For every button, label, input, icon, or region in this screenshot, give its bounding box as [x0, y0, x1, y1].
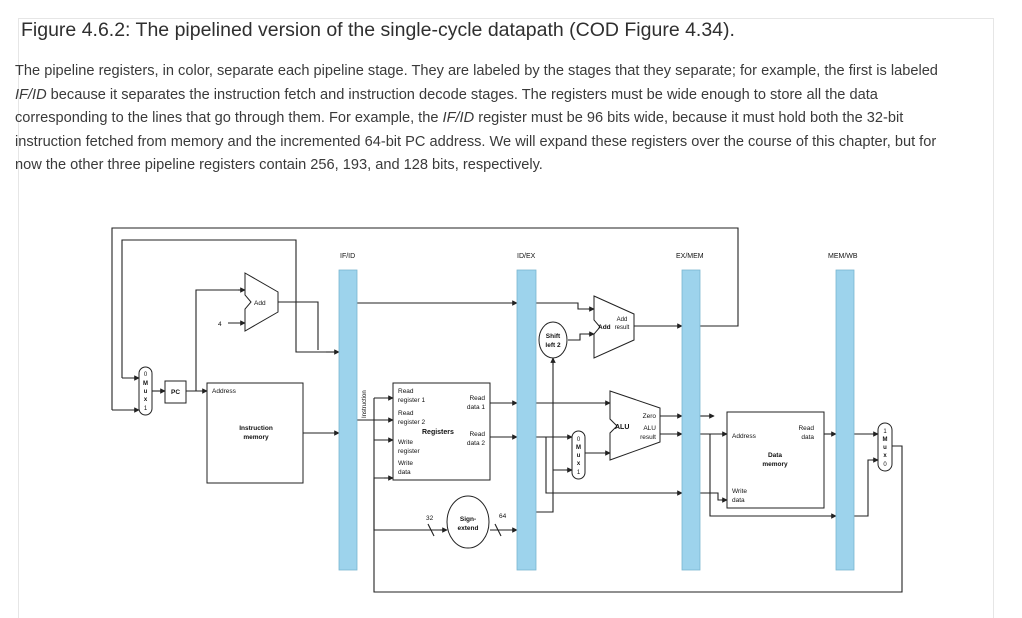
caption-emphasis-2: IF/ID	[442, 110, 475, 126]
svg-text:0: 0	[577, 437, 581, 443]
svg-text:u: u	[883, 445, 887, 451]
svg-text:1: 1	[577, 470, 581, 476]
svg-text:Address: Address	[212, 388, 237, 395]
svg-text:PC: PC	[171, 389, 180, 396]
svg-text:Address: Address	[732, 433, 757, 440]
caption-part-2: because it separates the instruction fet…	[15, 86, 878, 127]
figure-caption: The pipeline registers, in color, separa…	[15, 60, 965, 178]
svg-text:Read: Read	[798, 425, 814, 432]
svg-text:Add: Add	[254, 300, 266, 307]
register-file: Read register 1 Read register 2 Write re…	[392, 382, 491, 481]
svg-text:Sign-: Sign-	[460, 516, 476, 523]
data-memory: Address Read data Write data Data memory	[726, 411, 825, 509]
sign-extend: Sign- extend	[446, 495, 490, 549]
svg-text:data 2: data 2	[467, 440, 485, 447]
svg-text:1: 1	[144, 406, 148, 412]
svg-text:1: 1	[883, 429, 887, 435]
caption-part-1: The pipeline registers, in color, separa…	[15, 63, 938, 79]
svg-text:x: x	[577, 461, 581, 467]
mux-if: 0 M u x 1	[138, 366, 153, 416]
pipeline-register-ex-mem	[681, 269, 701, 571]
label-ex-mem: EX/MEM	[676, 253, 704, 260]
label-mem-wb: MEM/WB	[828, 253, 858, 260]
bits-in-label: 32	[426, 515, 434, 522]
wires	[111, 227, 903, 593]
adder-ex: Add Add result	[593, 295, 635, 359]
svg-text:Shift: Shift	[546, 333, 561, 340]
svg-text:Write: Write	[398, 439, 413, 446]
svg-text:x: x	[883, 453, 887, 459]
svg-text:Add: Add	[617, 317, 628, 323]
svg-text:u: u	[577, 453, 581, 459]
svg-text:Read: Read	[398, 410, 414, 417]
caption-part-3: register must be 96 bits wide, because i…	[15, 110, 937, 173]
svg-text:memory: memory	[762, 461, 788, 468]
svg-text:Add: Add	[598, 324, 611, 331]
svg-text:memory: memory	[243, 434, 269, 441]
svg-text:Read: Read	[469, 395, 485, 402]
svg-text:M: M	[576, 445, 581, 451]
svg-text:data: data	[801, 434, 814, 441]
svg-text:left 2: left 2	[545, 342, 561, 349]
svg-text:extend: extend	[458, 525, 479, 532]
svg-text:0: 0	[144, 372, 148, 378]
svg-text:ALU: ALU	[615, 424, 629, 431]
svg-text:result: result	[640, 434, 656, 441]
svg-text:Read: Read	[398, 388, 414, 395]
mux-ex: 0 M u x 1	[571, 430, 586, 480]
pipeline-register-mem-wb	[835, 269, 855, 571]
pipeline-register-if-id	[338, 269, 358, 571]
svg-text:Data: Data	[768, 452, 782, 459]
pipeline-register-id-ex	[516, 269, 537, 571]
svg-text:data: data	[398, 469, 411, 476]
mux-wb: 1 M u x 0	[877, 422, 893, 472]
bits-out-label: 64	[499, 513, 507, 520]
svg-text:Registers: Registers	[422, 429, 454, 436]
svg-text:register 2: register 2	[398, 419, 425, 426]
svg-text:Write: Write	[398, 460, 413, 467]
instruction-memory: Address Instruction memory	[206, 382, 304, 484]
svg-text:Read: Read	[469, 431, 485, 438]
svg-text:M: M	[883, 437, 888, 443]
constant-four: 4	[218, 321, 222, 328]
svg-text:u: u	[144, 389, 148, 395]
instruction-label: Instruction	[362, 390, 368, 418]
svg-text:x: x	[144, 397, 148, 403]
svg-text:register 1: register 1	[398, 397, 425, 404]
figure-title: Figure 4.6.2: The pipelined version of t…	[21, 19, 735, 41]
caption-emphasis-1: IF/ID	[15, 86, 47, 103]
label-if-id: IF/ID	[340, 253, 355, 260]
svg-text:Write: Write	[732, 488, 747, 495]
svg-text:Instruction: Instruction	[239, 425, 273, 432]
svg-text:data 1: data 1	[467, 404, 485, 411]
alu: ALU Zero ALU result	[609, 390, 661, 461]
shift-left-2: Shift left 2	[538, 321, 568, 359]
svg-text:result: result	[615, 325, 630, 331]
program-counter: PC	[164, 380, 187, 404]
adder-if: Add	[244, 272, 279, 332]
svg-text:data: data	[732, 497, 745, 504]
svg-text:register: register	[398, 448, 421, 455]
label-id-ex: ID/EX	[517, 253, 536, 260]
svg-text:0: 0	[883, 462, 887, 468]
svg-text:ALU: ALU	[643, 425, 656, 432]
svg-text:M: M	[143, 381, 148, 387]
svg-text:Zero: Zero	[643, 413, 657, 420]
